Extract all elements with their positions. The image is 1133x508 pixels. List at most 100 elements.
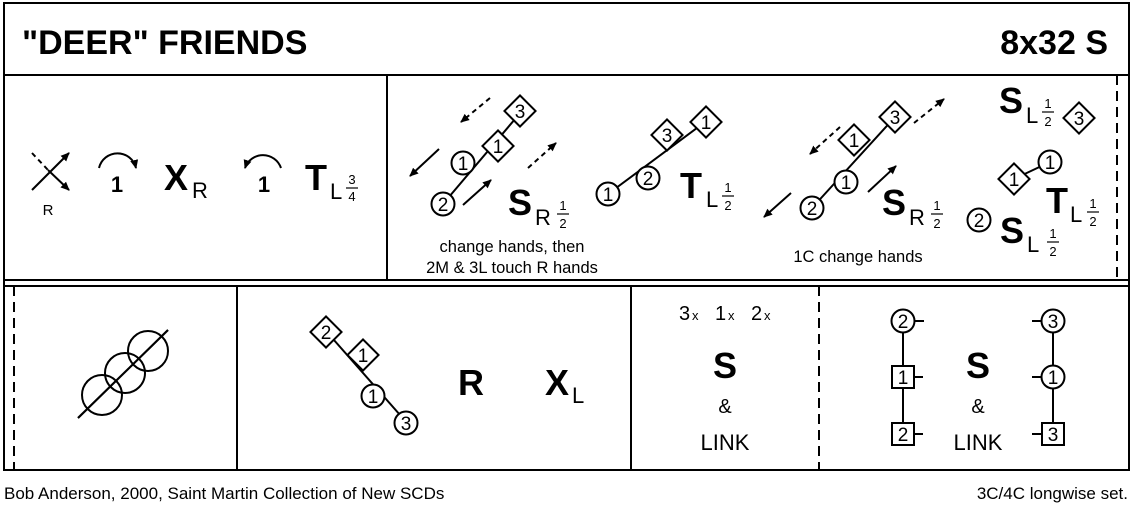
dancer-number: 2: [321, 323, 332, 344]
dancer-number: 1: [458, 154, 469, 175]
frac-num: 1: [724, 180, 731, 195]
frac-den: 2: [1044, 114, 1051, 129]
order-number: 1: [715, 303, 726, 325]
dancer-circle: [966, 207, 992, 233]
order-number: 2: [751, 303, 762, 325]
dancer-box: [837, 123, 871, 157]
dancer-circle: [595, 181, 621, 207]
turn-letter: T: [1046, 180, 1068, 221]
cross-letter: X: [545, 362, 569, 403]
dancer-number: 1: [841, 173, 852, 194]
dancer-circle: [450, 150, 476, 176]
setting-sub: R: [909, 205, 925, 230]
order-number: 3: [679, 303, 690, 325]
dancer-number: 2: [438, 195, 449, 216]
dancer-box: [346, 338, 380, 372]
turn-right-arrow-icon: [98, 152, 139, 169]
dancer-circle: [799, 195, 825, 221]
dancer-circle: [1037, 149, 1063, 175]
cast-arrows-icon: [31, 152, 70, 191]
dancer-box: [481, 129, 515, 163]
dancer-number: 3: [1048, 312, 1059, 333]
dancer-number: 3: [1074, 109, 1085, 130]
dancer-circle: [890, 308, 916, 334]
frac-den: 2: [933, 216, 940, 231]
frac-den: 2: [1089, 214, 1096, 229]
link-label: LINK: [701, 430, 750, 455]
setting-letter: S: [966, 345, 990, 386]
turn-left-arrow-icon: [243, 154, 282, 169]
bar-6-figures: 2 1 2 S & LINK 3 1 3: [890, 308, 1066, 455]
dancer-box: [1062, 101, 1096, 135]
rights-letter: R: [458, 362, 484, 403]
dancer-number: 2: [898, 312, 909, 333]
dancer-number: 1: [603, 185, 614, 206]
turn-number-2: 1: [258, 172, 270, 197]
cross-sub: L: [572, 383, 584, 408]
turn-sub: L: [330, 179, 342, 204]
setting-letter: S: [999, 80, 1023, 121]
dancer-circle: [430, 191, 456, 217]
formation-a: 3 1 1 2: [409, 94, 557, 217]
order-cross: x: [728, 308, 735, 323]
dancer-circle: [635, 165, 661, 191]
note-line-2: 2M & 3L touch R hands: [426, 259, 598, 277]
dancer-number: 1: [1045, 153, 1056, 174]
card-frame: [3, 2, 1130, 471]
formation-c: 3 1 1 2: [763, 98, 945, 221]
dancer-number: 1: [368, 387, 379, 408]
dancer-circle: [1040, 308, 1066, 334]
dancer-box: [503, 94, 537, 128]
dancer-number: 2: [974, 211, 985, 232]
setting-letter: S: [508, 182, 532, 223]
dancer-circle: [1040, 364, 1066, 390]
dancer-number: 1: [358, 346, 369, 367]
dancer-number: 3: [1048, 425, 1059, 446]
frac-den: 2: [559, 216, 566, 231]
footer-set-type: 3C/4C longwise set.: [977, 484, 1128, 503]
frac-num: 1: [1089, 196, 1096, 211]
footer-credit: Bob Anderson, 2000, Saint Martin Collect…: [4, 484, 444, 503]
note-line-1: change hands, then: [440, 238, 585, 256]
turn-sub: L: [706, 187, 718, 212]
setting-sub: L: [1026, 103, 1038, 128]
turn-frac-den: 4: [348, 189, 355, 204]
dancer-number: 2: [898, 425, 909, 446]
formation-b: 1 3 2 1: [595, 105, 723, 207]
bar-2-figures: 3 1 1 2 S R 1 2 change hands, then 2M & …: [409, 80, 1099, 277]
dancer-number: 1: [898, 368, 909, 389]
setting-letter: S: [713, 345, 737, 386]
frac-num: 1: [1049, 226, 1056, 241]
reel-of-three-icon: [77, 329, 169, 419]
ampersand: &: [971, 396, 985, 418]
cross-letter: X: [164, 157, 188, 198]
dancer-circle: [833, 169, 859, 195]
dancer-box: [650, 118, 684, 152]
setting-letter: S: [882, 182, 906, 223]
dancer-number: 2: [643, 169, 654, 190]
order-cross: x: [764, 308, 771, 323]
dancer-number: 2: [807, 199, 818, 220]
frac-num: 1: [1044, 96, 1051, 111]
dance-format: 8x32 S: [1000, 24, 1108, 62]
dancer-box: [997, 162, 1031, 196]
link-label: LINK: [954, 430, 1003, 455]
dancer-box: [309, 315, 343, 349]
dancer-number: 1: [701, 113, 712, 134]
dancer-number: 3: [890, 108, 901, 129]
formation-d: S L 1 2 3 1 1 T L 1 2 2 S L 1 2: [966, 80, 1099, 259]
order-cross: x: [692, 308, 699, 323]
frac-den: 2: [1049, 244, 1056, 259]
frac-num: 1: [933, 198, 940, 213]
dance-title: "DEER" FRIENDS: [22, 24, 307, 62]
turn-letter: T: [680, 165, 702, 206]
turn-sub: L: [1070, 202, 1082, 227]
dancer-circle: [393, 410, 419, 436]
bar-5-figures: 3 x 1 x 2 x S & LINK: [679, 303, 771, 455]
dancer-box: [878, 100, 912, 134]
note-line-3: 1C change hands: [793, 248, 922, 266]
dancer-circle: [360, 383, 386, 409]
dancer-number: 1: [1048, 368, 1059, 389]
bar-1-figures: R 1 X R 1 T L 3 4: [31, 152, 358, 219]
setting-sub: L: [1027, 232, 1039, 257]
